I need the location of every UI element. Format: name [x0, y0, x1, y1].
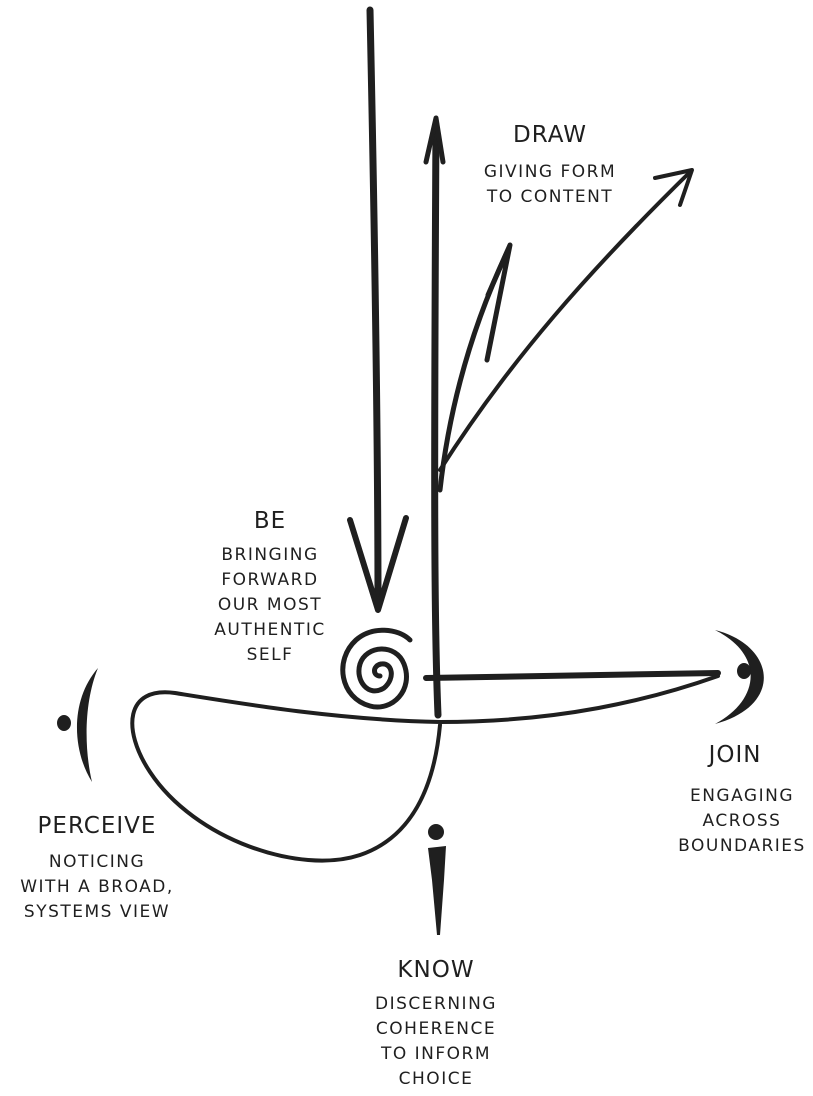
perceive-title: PERCEIVE	[22, 813, 172, 839]
be-line-5: SELF	[208, 643, 332, 668]
know-description: DISCERNING COHERENCE TO INFORM CHOICE	[366, 992, 506, 1092]
perceive-loop	[132, 676, 718, 861]
perceive-bracket	[77, 668, 98, 782]
be-line-1: BRINGING	[208, 543, 332, 568]
know-line-4: CHOICE	[366, 1067, 506, 1092]
join-title: JOIN	[700, 742, 770, 768]
be-description: BRINGING FORWARD OUR MOST AUTHENTIC SELF	[208, 543, 332, 668]
know-stroke	[428, 846, 446, 935]
descending-arrow-shaft	[370, 10, 378, 605]
perceive-line-1: NOTICING	[12, 850, 182, 875]
know-dot	[428, 824, 444, 840]
join-line-3: BOUNDARIES	[672, 834, 812, 859]
be-title: BE	[240, 508, 300, 534]
be-spiral	[343, 630, 410, 707]
know-line-3: TO INFORM	[366, 1042, 506, 1067]
perceive-description: NOTICING WITH A BROAD, SYSTEMS VIEW	[12, 850, 182, 925]
be-line-4: AUTHENTIC	[208, 618, 332, 643]
join-dot	[737, 663, 751, 679]
be-line-2: FORWARD	[208, 568, 332, 593]
perceive-line-3: SYSTEMS VIEW	[12, 900, 182, 925]
draw-description: GIVING FORM TO CONTENT	[472, 160, 628, 210]
be-line-3: OUR MOST	[208, 593, 332, 618]
know-line-1: DISCERNING	[366, 992, 506, 1017]
perceive-line-2: WITH A BROAD,	[12, 875, 182, 900]
join-horizontal-line	[426, 673, 718, 678]
join-line-1: ENGAGING	[672, 784, 812, 809]
draw-branch-arrowhead	[487, 245, 510, 360]
draw-vertical-stem	[435, 125, 438, 715]
draw-title: DRAW	[510, 122, 590, 148]
join-line-2: ACROSS	[672, 809, 812, 834]
draw-line-1: GIVING FORM	[472, 160, 628, 185]
draw-line-2: TO CONTENT	[472, 185, 628, 210]
perceive-dot	[57, 715, 71, 731]
join-description: ENGAGING ACROSS BOUNDARIES	[672, 784, 812, 859]
know-title: KNOW	[386, 957, 486, 983]
know-line-2: COHERENCE	[366, 1017, 506, 1042]
